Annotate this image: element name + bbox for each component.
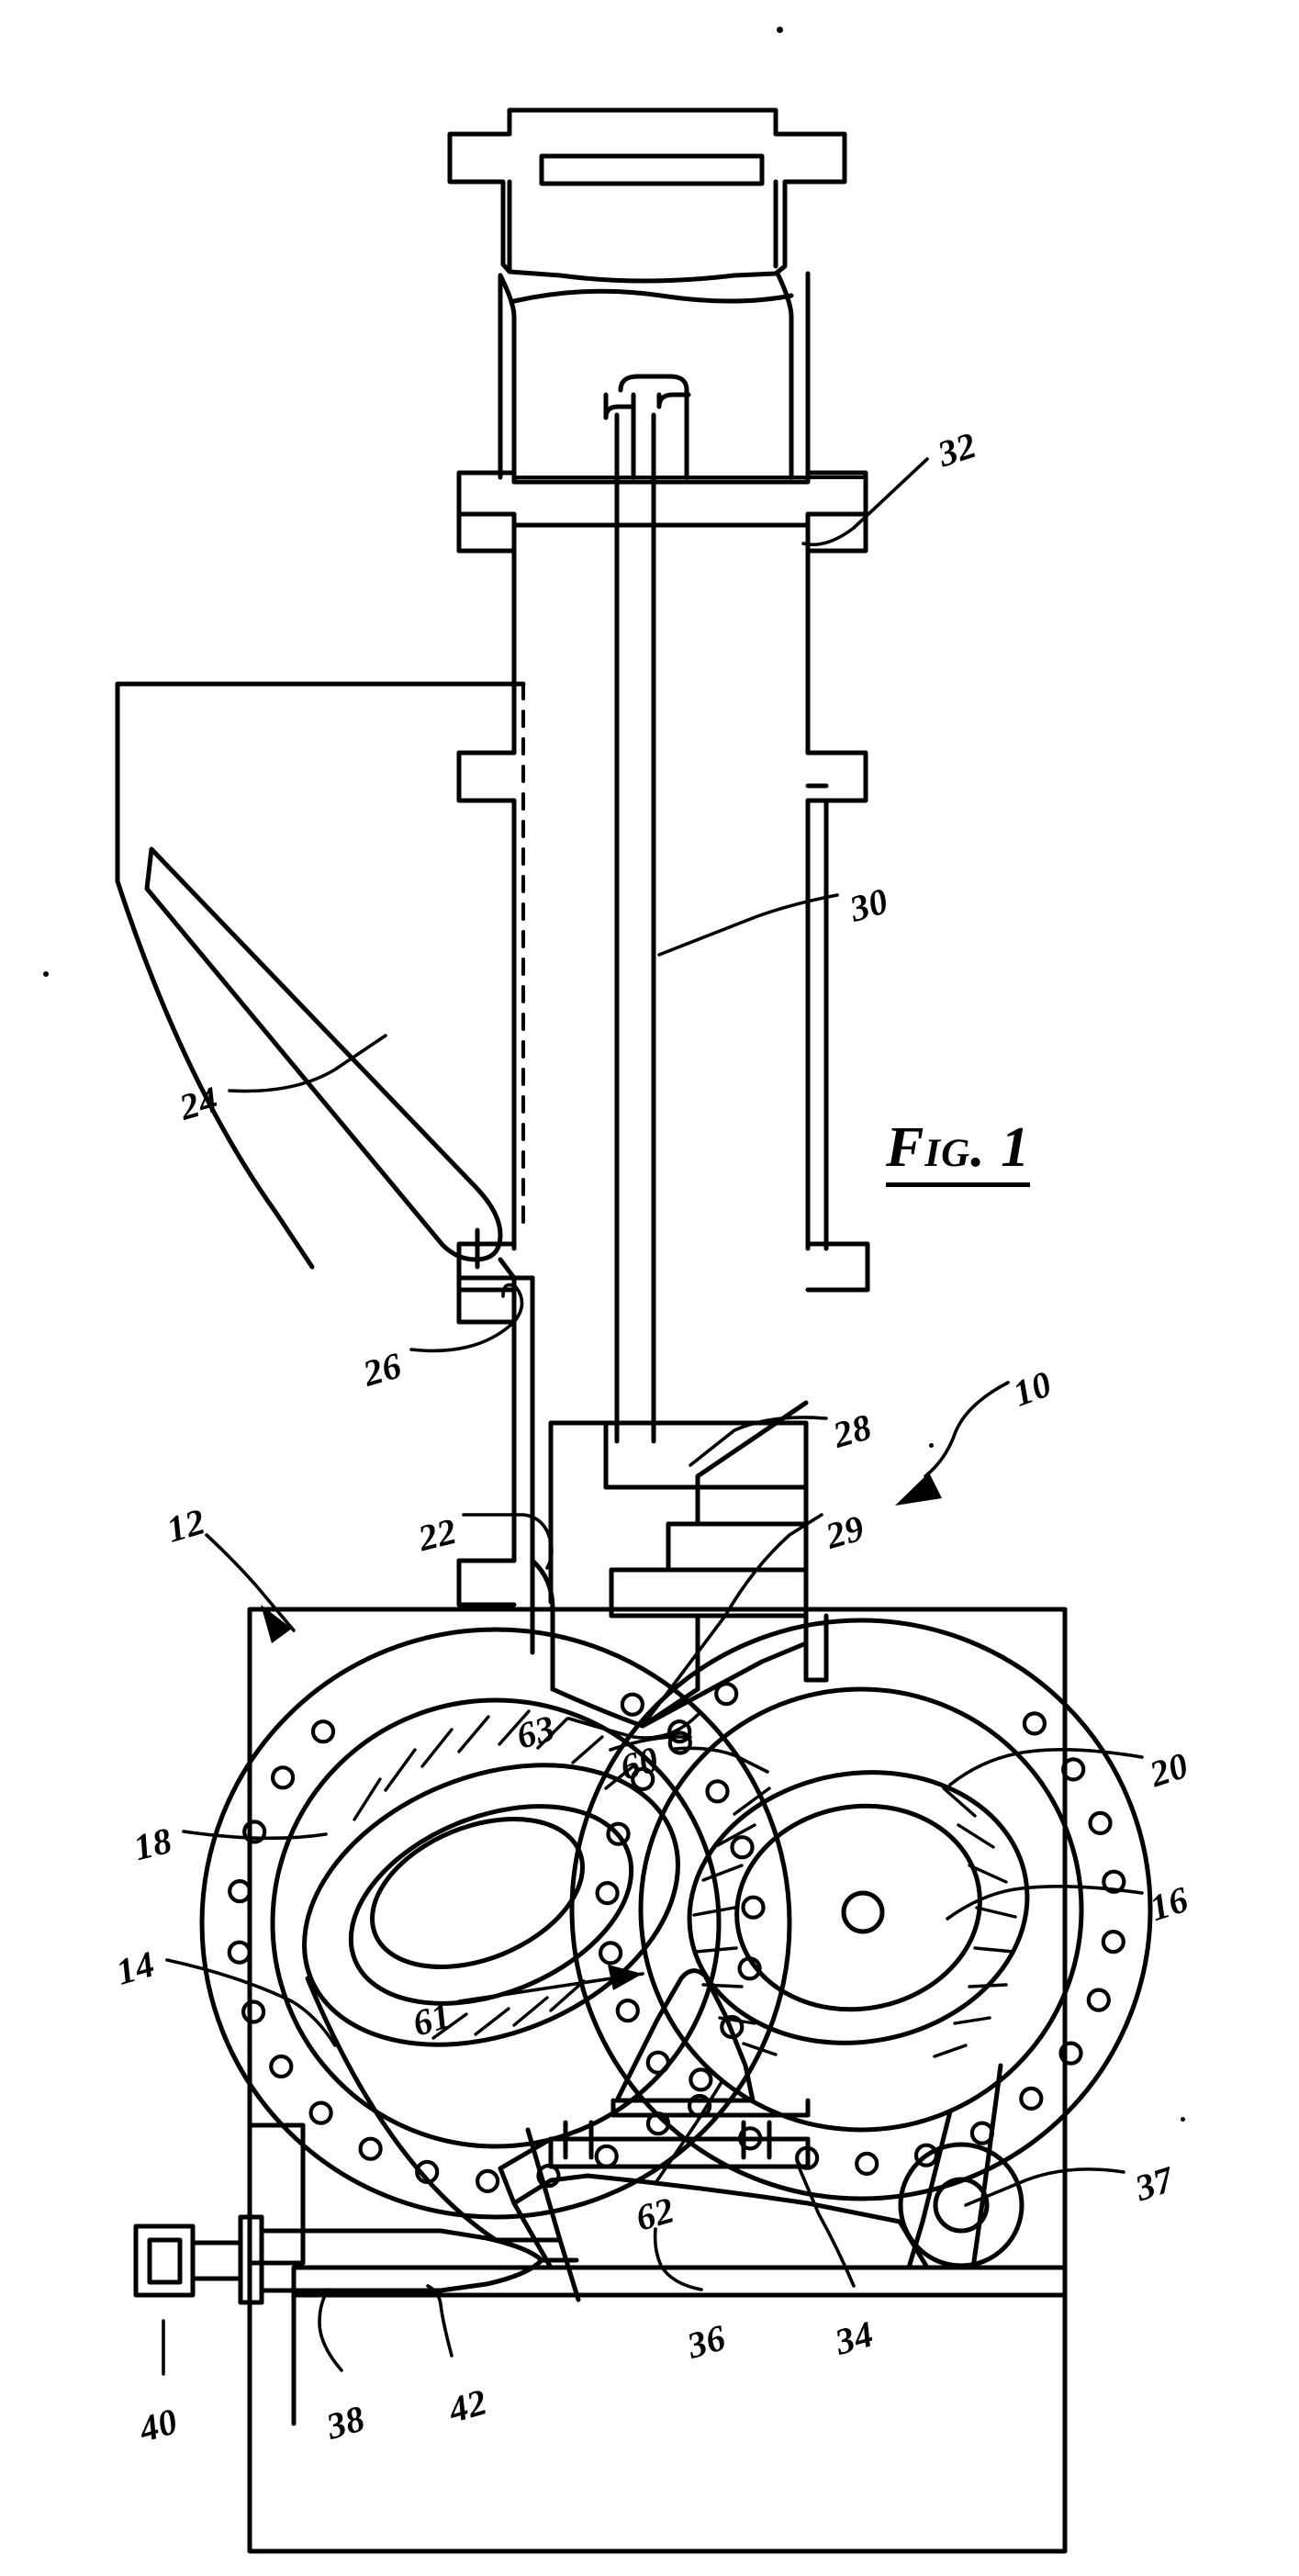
bolt-hole: [242, 1820, 267, 1844]
bolt-hole: [1022, 1711, 1047, 1736]
bolt-hole: [241, 1999, 266, 2024]
piston-rod: [614, 412, 656, 1444]
bolt-hole: [594, 2144, 619, 2168]
bolt-hole: [269, 2054, 294, 2079]
feed-throat-walls: [530, 1558, 829, 1729]
bolt-hole: [228, 1879, 252, 1904]
bolt-hole: [689, 2067, 713, 2092]
bolt-hole: [687, 2093, 712, 2119]
bolt-hole: [705, 1779, 730, 1804]
bolt-hole: [714, 1681, 739, 1707]
scan-speck: [43, 971, 49, 977]
bolt-hole: [536, 2164, 561, 2189]
bolt-hole: [855, 2151, 879, 2176]
bolt-hole: [738, 2126, 763, 2151]
drop-door-assembly: [291, 2120, 1068, 2426]
bolt-hole: [737, 1956, 762, 1981]
scan-speck: [777, 27, 783, 33]
chamber-apex-member: [610, 1968, 811, 2118]
bolt-hole: [730, 1835, 755, 1860]
bolt-hole: [620, 1692, 645, 1717]
bolt-hole: [615, 1999, 640, 2023]
bolt-hole: [667, 1719, 692, 1744]
bolt-hole: [741, 1895, 766, 1920]
left-rotor: [302, 1763, 680, 2047]
left-rotor-blade-hatching: [353, 1709, 637, 2040]
bolt-hole: [1086, 1988, 1111, 2012]
bolt-hole: [1061, 1757, 1086, 1782]
barrel-mid-flange: [456, 1241, 870, 1293]
scan-speck: [1181, 2117, 1185, 2122]
bolt-hole: [310, 1719, 336, 1744]
right-bolt-circle: [595, 1681, 1126, 2176]
door-cylinder-assembly: [133, 2214, 579, 2305]
bolt-hole: [475, 2168, 500, 2193]
bolt-hole: [913, 2143, 939, 2167]
bolt-hole: [720, 2014, 745, 2040]
drive-pulley: [898, 2142, 1025, 2268]
right-rotor-blade-hatching: [692, 1786, 1017, 2058]
bolt-hole: [794, 2145, 820, 2170]
hydraulic-cylinder-cap: [447, 107, 847, 284]
bolt-hole: [667, 1730, 692, 1755]
scan-speck: [929, 1443, 934, 1448]
bolt-hole: [415, 2159, 440, 2184]
bolt-hole: [1088, 1810, 1113, 1836]
right-rotor: [687, 1770, 1030, 2045]
bolt-hole: [969, 2121, 995, 2145]
bolt-hole: [645, 2111, 671, 2136]
bolt-hole: [1102, 1869, 1126, 1894]
bolt-hole: [1058, 2041, 1083, 2066]
mixer-housing-block: [247, 1607, 1068, 2554]
right-end-plate: [569, 1618, 1153, 2201]
bolt-hole: [1019, 2086, 1044, 2111]
bolt-hole: [308, 2100, 333, 2125]
bolt-hole: [598, 1941, 623, 1966]
bolt-hole: [1101, 1930, 1125, 1954]
figure-label: Fig. 1: [886, 1115, 1031, 1187]
cylinder-lower-barrel: [456, 511, 868, 1251]
left-end-plate: [199, 1627, 792, 2220]
left-bolt-circle: [227, 1692, 766, 2193]
hydraulic-cylinder-body: [456, 271, 868, 528]
bolt-hole: [271, 1765, 296, 1790]
bolt-hole: [631, 1766, 655, 1792]
feed-hopper: [115, 681, 555, 1639]
bolt-hole: [227, 1940, 252, 1965]
bolt-hole: [595, 1881, 620, 1906]
bolt-hole: [606, 1821, 631, 1846]
ram-head-assembly: [548, 1400, 809, 1618]
bolt-hole: [358, 2136, 383, 2161]
bolt-hole: [645, 2050, 670, 2075]
